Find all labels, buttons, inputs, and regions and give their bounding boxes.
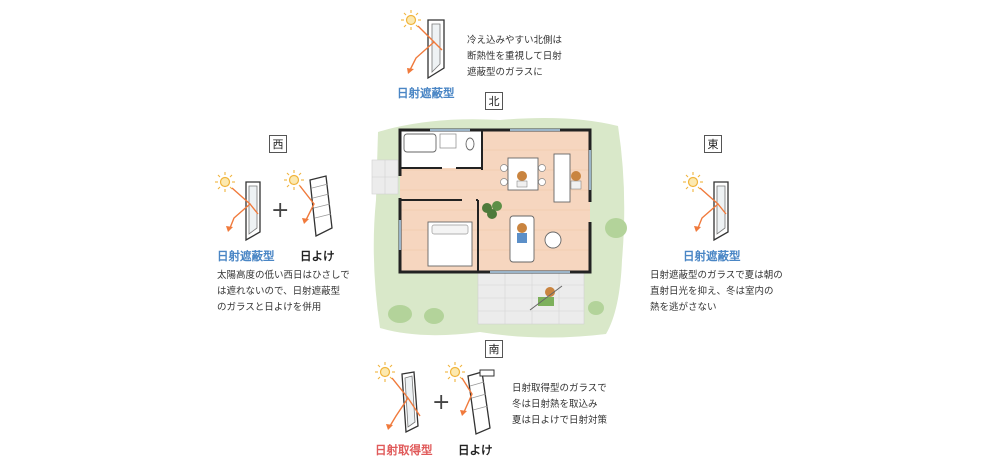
sunlight-ray-icon xyxy=(229,187,252,229)
window-glass-icon xyxy=(245,181,261,242)
south-sunshade-label: 日よけ xyxy=(458,443,493,457)
toilet xyxy=(465,137,475,151)
sun-icon xyxy=(215,172,235,192)
west-sunshade-label: 日よけ xyxy=(300,249,335,263)
west-glass-type-label: 日射遮蔽型 xyxy=(217,249,275,263)
sunlight-ray-icon xyxy=(409,25,436,71)
sun-icon xyxy=(401,10,421,30)
sunlight-ray-icon xyxy=(461,377,473,413)
south-direction-label: 南 xyxy=(485,340,503,358)
east-direction-label: 東 xyxy=(704,135,722,153)
shrub xyxy=(388,218,627,324)
east-window-diagram xyxy=(683,172,729,242)
person-icon xyxy=(517,223,527,243)
sunshade-icon xyxy=(467,369,495,435)
west-description: 太陽高度の低い西日はひさしでは遮れないので、日射遮蔽型のガラスと日よけを併用 xyxy=(217,270,350,313)
north-description: 冷え込みやすい北側は断熱性を重視して日射遮蔽型のガラスに xyxy=(467,35,563,78)
south-window-diagram xyxy=(375,362,421,434)
floor-plan xyxy=(371,118,627,338)
kitchen-counter xyxy=(553,153,571,203)
coffee-table xyxy=(544,231,562,249)
window-glass-icon xyxy=(427,19,445,80)
west-direction-label: 西 xyxy=(269,135,287,153)
person-icon xyxy=(570,171,582,190)
north-glass-type-label: 日射遮蔽型 xyxy=(397,86,455,100)
west-window-diagram xyxy=(215,172,261,242)
sunlight-ray-icon xyxy=(697,187,720,229)
window-glass-icon xyxy=(713,181,729,242)
sunshade-icon xyxy=(309,175,333,238)
east-glass-type-label: 日射遮蔽型 xyxy=(683,249,741,263)
sunlight-ray-icon xyxy=(299,185,315,221)
south-sunshade-diagram xyxy=(445,362,495,435)
east-description: 日射遮蔽型のガラスで夏は朝の直射日光を抑え、冬は室内の熱を逃がさない xyxy=(650,270,783,313)
bathtub xyxy=(403,133,437,153)
person-icon xyxy=(529,285,563,311)
plant-icon xyxy=(482,201,502,219)
sun-icon xyxy=(284,170,304,190)
north-direction-label: 北 xyxy=(485,92,503,110)
north-window-diagram xyxy=(401,10,445,80)
south-description: 日射取得型のガラスで冬は日射熱を取込み夏は日よけで日射対策 xyxy=(512,383,608,426)
south-glass-type-label: 日射取得型 xyxy=(375,443,433,457)
sun-icon xyxy=(375,362,395,382)
person-icon xyxy=(516,171,528,188)
sun-icon xyxy=(445,362,465,382)
sun-icon xyxy=(683,172,703,192)
plus-icon: + xyxy=(432,390,451,415)
plus-icon: + xyxy=(271,198,290,223)
west-sunshade-diagram xyxy=(284,170,333,238)
